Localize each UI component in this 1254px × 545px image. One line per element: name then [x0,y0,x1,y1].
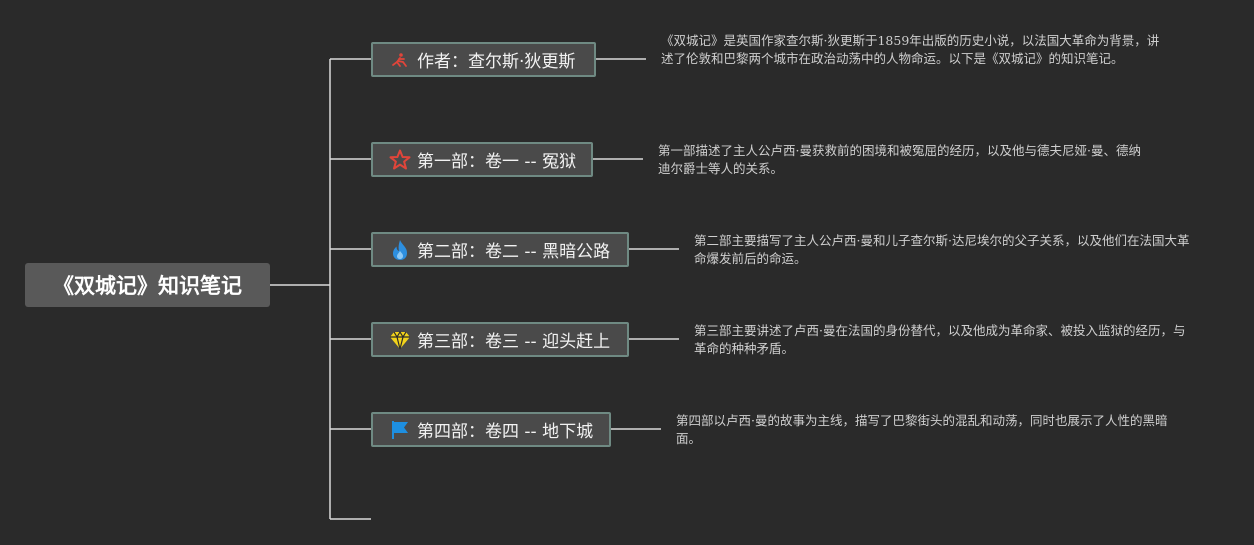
diamond-icon [389,329,411,351]
star-outline-icon [389,149,411,171]
root-node[interactable]: 《双城记》知识笔记 [25,263,270,307]
note-author: 《双城记》是英国作家查尔斯·狄更斯于1859年出版的历史小说，以法国大革命为背景… [661,33,1160,66]
flame-icon [389,239,411,261]
branch-label: 第四部：卷四 -- 地下城 [417,422,594,442]
branch-part-four[interactable]: 第四部：卷四 -- 地下城 [371,412,611,447]
note-part-three: 第三部主要讲述了卢西·曼在法国的身份替代，以及他成为革命家、被投入监狱的经历，与… [694,323,1186,356]
branch-part-two[interactable]: 第二部：卷二 -- 黑暗公路 [371,232,629,267]
person-red-icon [389,49,411,71]
branch-label: 第一部：卷一 -- 冤狱 [417,152,577,172]
note-part-two: 第二部主要描写了主人公卢西·曼和儿子查尔斯·达尼埃尔的父子关系，以及他们在法国大… [694,233,1190,266]
branch-author[interactable]: 作者：查尔斯·狄更斯 [371,42,596,77]
branch-label: 第三部：卷三 -- 迎头赶上 [417,332,611,352]
branch-part-one[interactable]: 第一部：卷一 -- 冤狱 [371,142,593,177]
branch-label: 第二部：卷二 -- 黑暗公路 [417,242,611,262]
branch-label: 作者：查尔斯·狄更斯 [417,52,576,72]
flag-icon [389,419,411,441]
note-part-one: 第一部描述了主人公卢西·曼获救前的困境和被冤屈的经历，以及他与德夫尼娅·曼、德纳… [658,143,1141,176]
root-label: 《双城记》知识笔记 [53,274,242,298]
branch-part-three[interactable]: 第三部：卷三 -- 迎头赶上 [371,322,629,357]
note-part-four: 第四部以卢西·曼的故事为主线，描写了巴黎街头的混乱和动荡，同时也展示了人性的黑暗… [676,413,1168,446]
